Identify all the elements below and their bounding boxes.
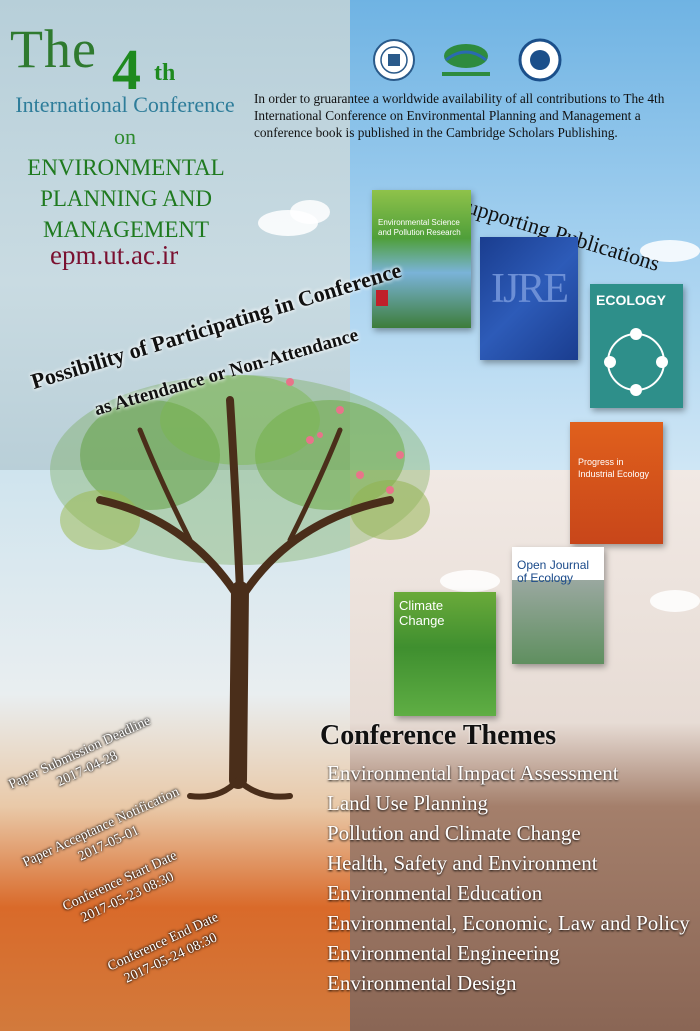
website-link[interactable]: epm.ut.ac.ir xyxy=(50,240,179,270)
publisher-logo-icon xyxy=(376,290,388,306)
tree-blossoms xyxy=(286,378,404,494)
publication-title: Environmental Science and Pollution Rese… xyxy=(378,218,461,237)
title-topic-line: MANAGEMENT xyxy=(42,217,210,242)
cloud xyxy=(650,590,700,612)
theme-item: Health, Safety and Environment xyxy=(327,851,598,875)
publication-cover-ijre[interactable]: IJRE xyxy=(480,237,578,360)
title-ordinal-suffix: th xyxy=(154,60,176,86)
cloud xyxy=(440,570,500,592)
publication-cover-progress-industrial-ecology[interactable]: Progress in Industrial Ecology xyxy=(570,422,663,544)
conference-themes-list: Environmental Impact Assessment Land Use… xyxy=(327,758,697,998)
theme-item: Land Use Planning xyxy=(327,791,488,815)
title-international-conference: International Conference xyxy=(15,92,235,117)
theme-item: Environmental Education xyxy=(327,881,543,905)
publication-cover-espr[interactable]: Environmental Science and Pollution Rese… xyxy=(372,190,471,328)
university-logos xyxy=(372,38,562,82)
tree-illustration xyxy=(50,375,430,800)
theme-item: Pollution and Climate Change xyxy=(327,821,581,845)
publication-title: ECOLOGY xyxy=(596,292,667,308)
background-bottom-left-field xyxy=(0,470,350,1031)
theme-item: Environmental Design xyxy=(327,971,517,995)
publication-title: IJRE xyxy=(491,266,569,312)
cloud xyxy=(640,240,700,262)
ecology-diagram-icon xyxy=(604,328,668,396)
tree-trunk xyxy=(96,396,394,800)
cloud xyxy=(290,200,330,224)
theme-item: Environmental Impact Assessment xyxy=(327,761,619,785)
publication-title: Climate Change xyxy=(399,598,445,628)
title-on: on xyxy=(114,124,136,149)
publication-title: Progress in Industrial Ecology xyxy=(578,457,650,479)
intro-text: In order to gruarantee a worldwide avail… xyxy=(254,91,665,140)
publication-cover-ecology[interactable]: ECOLOGY xyxy=(590,284,683,408)
university-emblem-logo xyxy=(518,38,562,82)
title-topic: ENVIRONMENTAL PLANNING AND MANAGEMENT xyxy=(0,152,252,245)
theme-item: Environmental Engineering xyxy=(327,941,560,965)
title-topic-line: ENVIRONMENTAL xyxy=(27,155,225,180)
environment-faculty-logo xyxy=(442,44,490,76)
publication-cover-open-journal-ecology[interactable]: Open Journal of Ecology xyxy=(512,547,604,664)
title-ordinal-number: 4 xyxy=(112,37,141,102)
theme-item: Environmental, Economic, Law and Policy xyxy=(327,911,690,935)
conference-themes-title: Conference Themes xyxy=(320,720,557,751)
title-topic-line: PLANNING AND xyxy=(40,186,212,211)
publication-cover-climate-change[interactable]: Climate Change xyxy=(394,592,496,716)
publication-title: Open Journal of Ecology xyxy=(517,558,590,585)
university-seal-logo xyxy=(373,39,415,81)
title-the: The xyxy=(10,19,97,79)
